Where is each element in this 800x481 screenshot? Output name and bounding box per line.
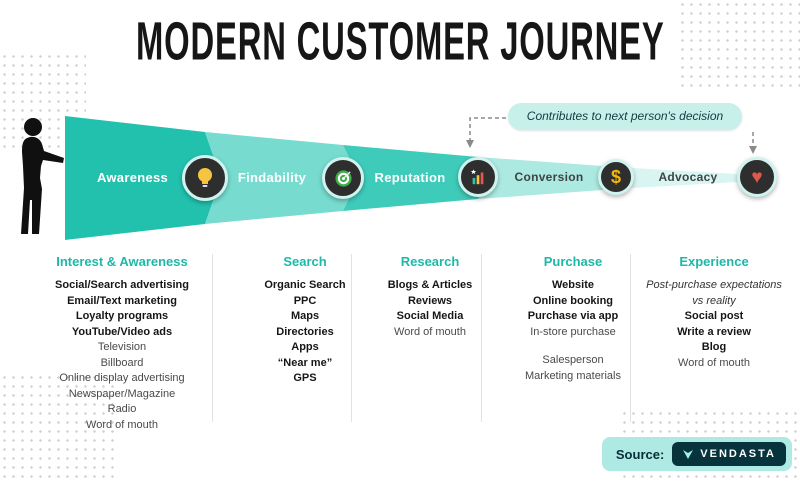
stage-label-reputation: Reputation xyxy=(374,170,446,185)
target-glyph xyxy=(334,169,352,187)
page-title: MODERN CUSTOMER JOURNEY xyxy=(0,12,800,71)
column-item: Social Media xyxy=(396,310,464,322)
column-item: PPC xyxy=(293,294,317,307)
funnel-stage-shape-advocacy xyxy=(616,167,762,189)
funnel-stage-shape-awareness xyxy=(65,116,221,240)
column-item: Social/Search advertising xyxy=(55,279,189,291)
column-item: “Near me” xyxy=(277,356,333,369)
person-silhouette xyxy=(21,118,64,234)
bar-chart-star-glyph xyxy=(470,169,484,185)
heart-icon: ♥ xyxy=(737,157,777,197)
column-item: In-store purchase xyxy=(530,325,616,338)
column-header: Experience xyxy=(679,254,749,269)
lightbulb-icon xyxy=(182,155,228,201)
column-header: Interest & Awareness xyxy=(56,254,188,269)
lightbulb-glyph xyxy=(198,168,212,187)
column-item: Organic Search xyxy=(264,279,346,291)
target-icon xyxy=(322,157,364,199)
source-bar: Source: VENDASTA xyxy=(601,437,792,471)
journey-column-experience: Experience Post-purchase expectations vs… xyxy=(644,254,784,371)
stage-label-advocacy: Advocacy xyxy=(658,170,718,184)
column-divider xyxy=(212,254,213,422)
column-item: Write a review xyxy=(677,325,751,338)
column-item: Word of mouth xyxy=(394,325,466,338)
source-label: Source: xyxy=(615,446,665,462)
column-item: Reviews xyxy=(407,294,453,307)
column-item: Social post xyxy=(684,310,744,322)
stage-label-awareness: Awareness xyxy=(96,170,169,185)
vendasta-logo-icon xyxy=(683,450,694,459)
dot-pattern-bottom-left xyxy=(0,373,120,481)
column-item-spacer xyxy=(498,340,648,353)
column-item: GPS xyxy=(293,372,317,384)
brand-name: VENDASTA xyxy=(700,448,776,460)
column-item: Online display advertising xyxy=(59,372,185,384)
column-divider xyxy=(481,254,482,422)
column-item: Website xyxy=(552,279,594,291)
stage-label-conversion: Conversion xyxy=(514,170,584,184)
journey-funnel xyxy=(65,116,762,240)
column-divider xyxy=(630,254,631,422)
column-header: Purchase xyxy=(543,254,603,269)
dollar-glyph: $ xyxy=(610,167,621,187)
column-item: Word of mouth xyxy=(86,418,158,431)
funnel-stage-shape-conversion xyxy=(478,157,632,199)
column-divider xyxy=(351,254,352,422)
dot-pattern-top-right xyxy=(678,0,800,90)
column-item: Email/Text marketing xyxy=(67,294,177,307)
column-item: Online booking xyxy=(532,294,614,307)
column-item: Word of mouth xyxy=(678,356,750,369)
dollar-icon: $ xyxy=(598,159,634,195)
column-item: Post-purchase expectations vs reality xyxy=(646,279,782,307)
column-item: Television xyxy=(97,341,147,353)
column-item: Blogs & Articles xyxy=(387,279,473,291)
column-item: Salesperson xyxy=(542,354,604,366)
funnel-stage-shape-findability xyxy=(205,132,359,224)
column-item: Newspaper/Magazine xyxy=(68,387,176,400)
journey-column-interest-awareness: Interest & Awareness Social/Search adver… xyxy=(37,254,207,433)
column-item: Maps xyxy=(290,310,320,322)
callout-bubble: Contributes to next person's decision xyxy=(508,103,742,130)
column-item: Radio xyxy=(107,403,137,415)
column-item: Billboard xyxy=(100,356,144,369)
column-header: Search xyxy=(283,254,327,269)
heart-glyph: ♥ xyxy=(751,166,763,188)
bar-chart-star-icon xyxy=(458,157,498,197)
column-header: Research xyxy=(400,254,460,269)
column-item: Apps xyxy=(291,341,319,353)
column-item: Marketing materials xyxy=(525,369,621,382)
column-item: Purchase via app xyxy=(527,310,619,322)
stage-label-findability: Findability xyxy=(237,170,307,185)
column-item: YouTube/Video ads xyxy=(71,325,173,338)
column-item: Blog xyxy=(701,341,727,353)
column-item: Loyalty programs xyxy=(75,310,169,322)
column-item: Directories xyxy=(276,325,334,338)
funnel-stage-shape-reputation xyxy=(343,145,494,211)
brand-box: VENDASTA xyxy=(672,442,786,466)
page-title-text: MODERN CUSTOMER JOURNEY xyxy=(135,12,665,72)
